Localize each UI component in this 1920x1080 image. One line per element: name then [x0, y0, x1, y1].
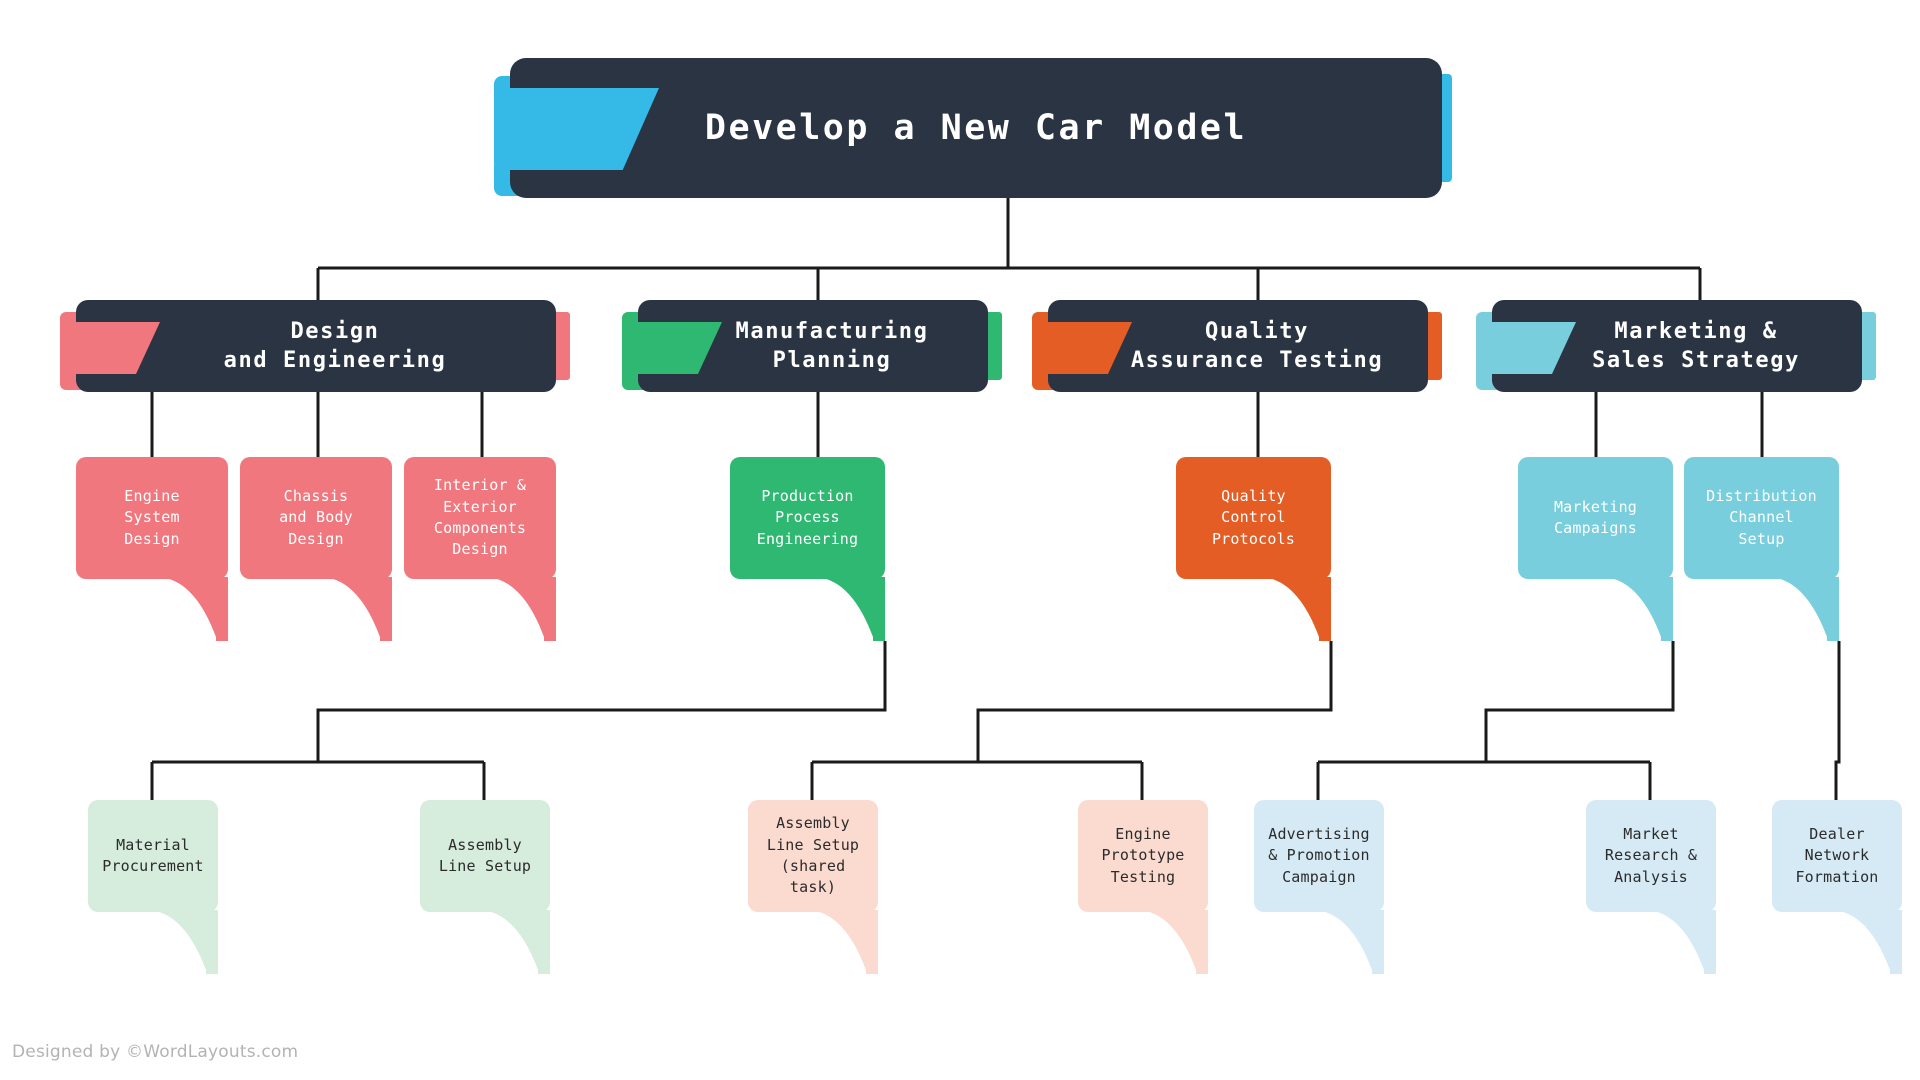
task-node-tail [146, 910, 218, 974]
phase-right-accent-tab [554, 312, 570, 380]
task-node-tail [1830, 910, 1902, 974]
task-node-tail [156, 577, 228, 641]
task-node-tail [320, 577, 392, 641]
task-node-tail [1259, 577, 1331, 641]
root-node[interactable]: Develop a New Car Model [494, 58, 1452, 198]
phase-right-accent-tab [986, 312, 1002, 380]
task-node-tail [1767, 577, 1839, 641]
footer-credit: Designed by ©WordLayouts.com [12, 1042, 299, 1062]
task-node-tail [478, 910, 550, 974]
phase-right-accent-tab [1426, 312, 1442, 380]
phase-node-marketing[interactable]: Marketing &Sales Strategy [1476, 300, 1876, 392]
root-node-box[interactable]: Develop a New Car Model [510, 58, 1442, 198]
task-node-tail [1312, 910, 1384, 974]
task-node-tail [806, 910, 878, 974]
phase-right-accent-tab [1860, 312, 1876, 380]
task-node-tail [1601, 577, 1673, 641]
task-node-tail [1136, 910, 1208, 974]
task-node-tail [1644, 910, 1716, 974]
phase-node-label-marketing: Marketing &Sales Strategy [1592, 318, 1800, 373]
root-node-label: Develop a New Car Model [704, 108, 1248, 148]
task-node-tail [813, 577, 885, 641]
task-node-tail [484, 577, 556, 641]
